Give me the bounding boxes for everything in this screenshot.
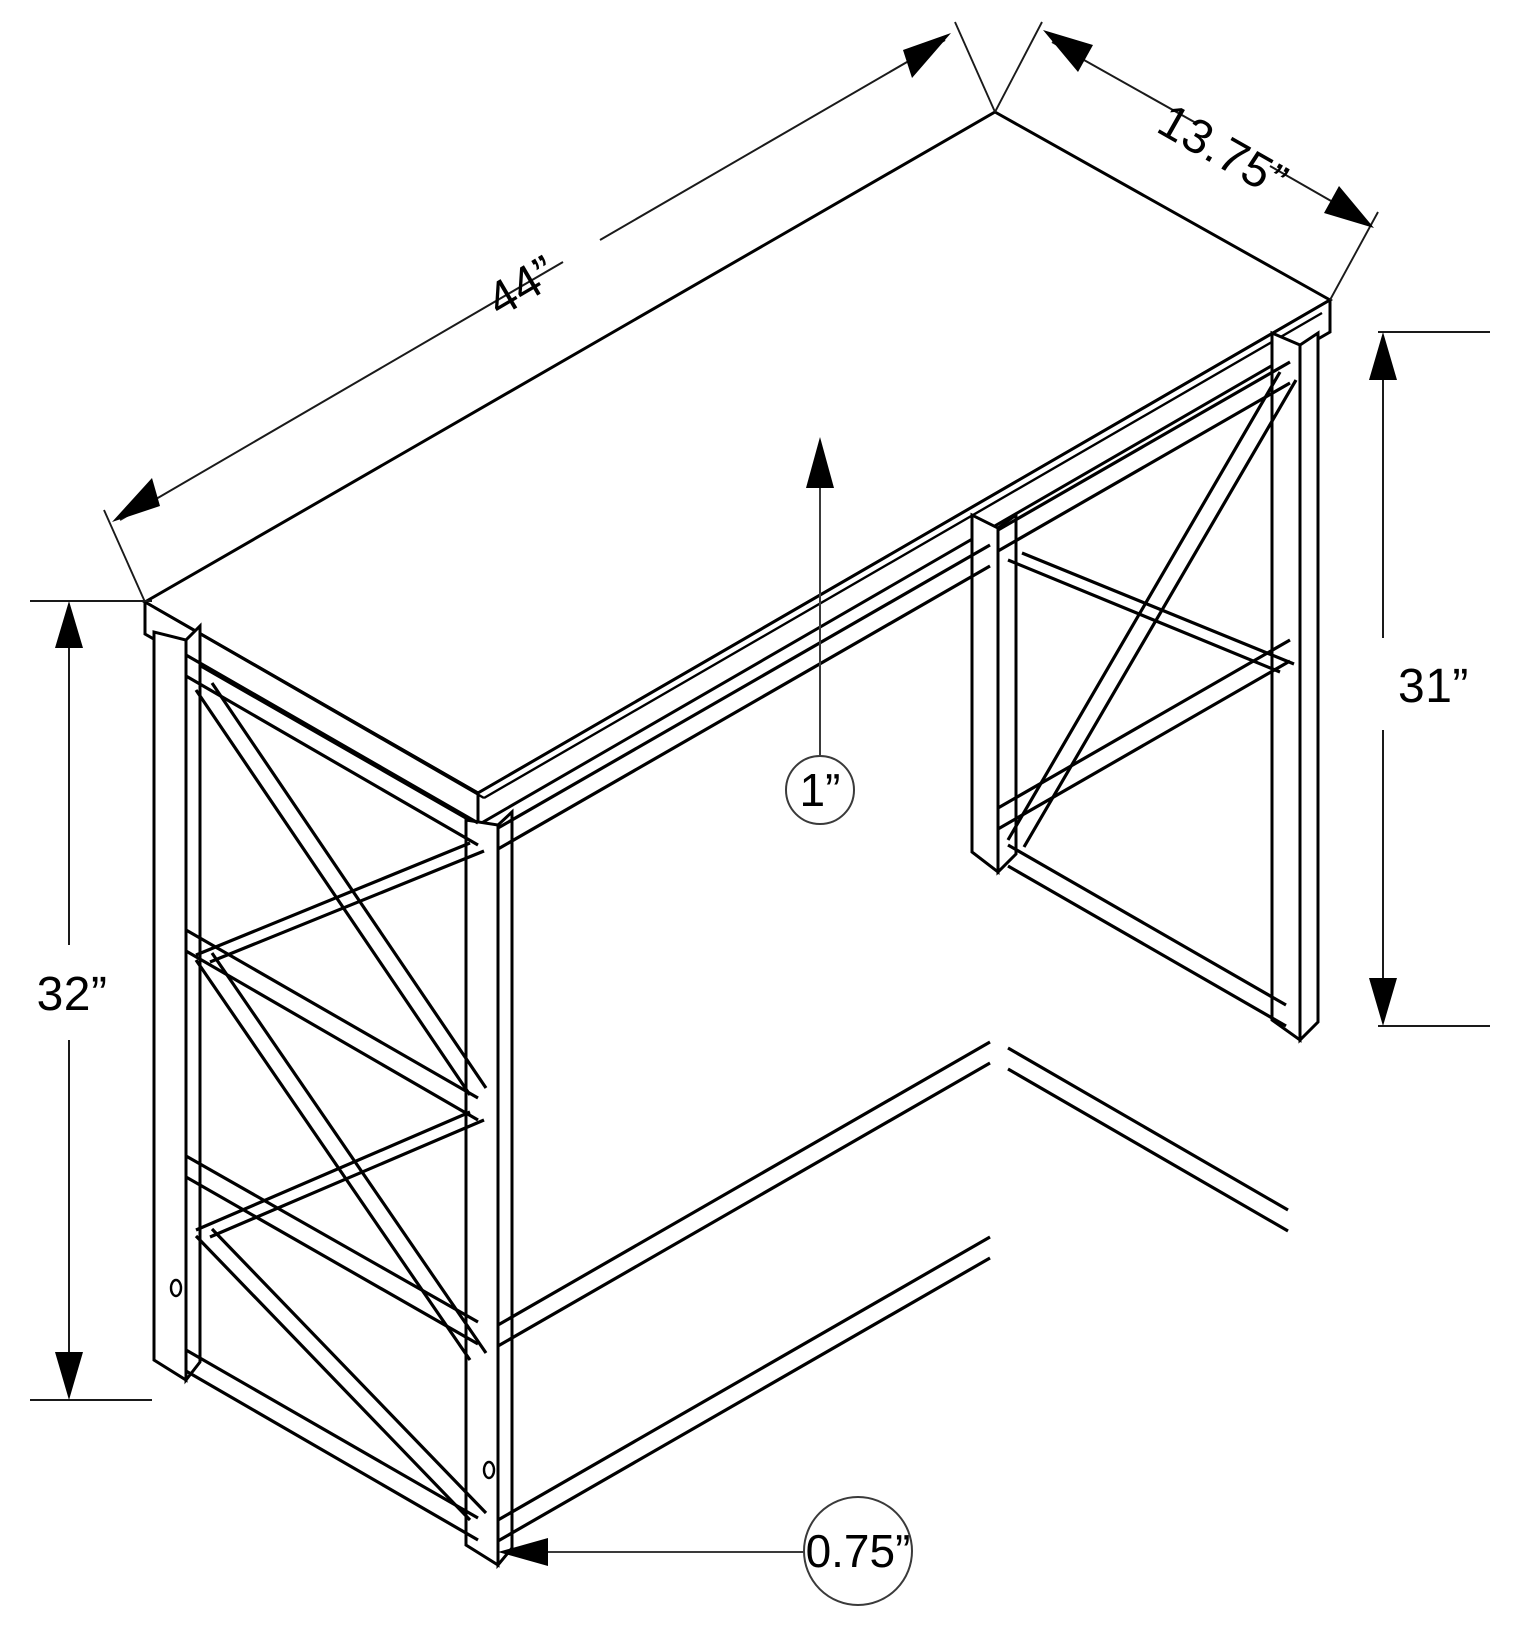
right-front-leg-foot (971, 851, 1017, 874)
front-lower-rail-b (497, 1061, 991, 1348)
callout-1-inch: 1” (785, 437, 855, 825)
dim-44-line-segment-right (599, 39, 946, 241)
dim-1375-arrow-start-icon (1043, 30, 1093, 72)
dim-1375-ext-left (994, 21, 1043, 113)
dim-32-arrow-bottom-icon (55, 1352, 83, 1400)
callout-075-balloon (803, 1496, 913, 1606)
dim-44-arrow-right-icon (903, 33, 951, 78)
left-panel-lower-diagonal-b (210, 952, 488, 1354)
callout-1-label: 1” (800, 764, 841, 816)
dim-31-arrow-bottom-icon (1369, 978, 1397, 1026)
left-panel-upper-diagonal-b (210, 682, 488, 1089)
left-front-leg-fastener-hole (482, 1460, 496, 1480)
left-back-leg-fastener-hole (169, 1278, 183, 1298)
left-back-leg-side (184, 622, 202, 1385)
front-bottom-rail-b (497, 1256, 991, 1543)
dim-31-label: 31” (1398, 660, 1469, 713)
right-panel-diagonal-d (1021, 551, 1295, 666)
dim-44-arrow-left-icon (112, 478, 160, 522)
right-panel-diagonal-c (1007, 558, 1281, 674)
left-panel-lower-rail-b (185, 1175, 479, 1346)
lower-right-rail-b (1007, 1067, 1289, 1233)
callout-075-arrow-icon (498, 1538, 548, 1566)
left-panel-bottom-rail-a (185, 1348, 479, 1520)
callout-1-arrow-icon (806, 437, 834, 488)
left-panel-bottom-rail-b (185, 1369, 479, 1542)
left-panel-lower-diagonal-a (194, 959, 472, 1361)
dim-44-ext-right (954, 21, 996, 113)
callout-075-inch: 0.75” (498, 1496, 913, 1606)
front-upper-rail-a (497, 543, 991, 830)
shelf-rail-right-a (1007, 843, 1287, 1007)
front-long-rails (497, 543, 991, 1543)
right-back-leg-foot (1271, 1019, 1319, 1042)
dim-44-line-segment-left (119, 261, 564, 521)
left-side-frame (152, 622, 514, 1570)
right-back-leg-side (1298, 330, 1320, 1044)
right-panel-top-rail-a (997, 360, 1291, 532)
left-panel-upper-diagonal-c (195, 841, 471, 957)
right-side-frame (970, 330, 1320, 1044)
right-panel-mid-rail-b (997, 659, 1291, 831)
table-top-bevel-right (483, 311, 1323, 800)
right-back-leg (1270, 330, 1302, 1043)
back-long-rails (1007, 843, 1289, 1233)
left-panel-upper-diagonal-a (194, 689, 472, 1096)
lower-right-rail-a (1007, 1046, 1289, 1212)
shelf-rail-right-b (1007, 864, 1287, 1028)
right-panel-diagonal-a (1006, 371, 1282, 841)
left-panel-lower-diagonal-f (210, 1227, 488, 1515)
right-panel-diagonal-b (1022, 379, 1298, 848)
left-panel-lower-diagonal-e (194, 1234, 472, 1522)
dim-44-label: 44” (478, 246, 566, 328)
dim-32-arrow-top-icon (55, 601, 83, 648)
dim-44-ext-left (103, 509, 146, 603)
table-top-bevel-left (154, 606, 485, 800)
left-panel-top-rail-b (185, 674, 479, 847)
dim-31-arrow-top-icon (1369, 332, 1397, 380)
table-illustration (141, 110, 1334, 1570)
left-front-leg-side (496, 808, 514, 1570)
left-panel-mid-rail-a (185, 928, 479, 1100)
front-bottom-rail-a (497, 1235, 991, 1522)
dim-1375-label: 13.75” (1149, 94, 1296, 209)
table-top-panel (141, 110, 1334, 828)
right-panel-mid-rail-a (997, 638, 1291, 810)
left-back-leg-foot (153, 1358, 201, 1382)
front-lower-rail-a (497, 1040, 991, 1327)
left-back-leg (152, 630, 188, 1383)
front-upper-rail-b (497, 564, 991, 851)
dimension-31-inch: 31” (1369, 331, 1490, 1027)
left-panel-mid-rail-b (185, 949, 479, 1122)
left-panel-lower-diagonal-c (195, 1110, 471, 1232)
left-panel-lower-diagonal-d (209, 1118, 485, 1239)
left-panel-top-rail-a (185, 653, 479, 825)
right-panel-top-rail-b (997, 381, 1291, 553)
dim-32-label: 32” (37, 968, 108, 1021)
left-front-leg (464, 818, 500, 1568)
callout-075-label: 0.75” (806, 1525, 911, 1577)
dim-1375-arrow-end-icon (1324, 186, 1374, 228)
callout-1-balloon (785, 755, 855, 825)
dimension-32-inch: 32” (30, 600, 152, 1401)
left-panel-lower-rail-a (185, 1154, 479, 1324)
left-panel-upper-diagonal-d (209, 849, 485, 964)
